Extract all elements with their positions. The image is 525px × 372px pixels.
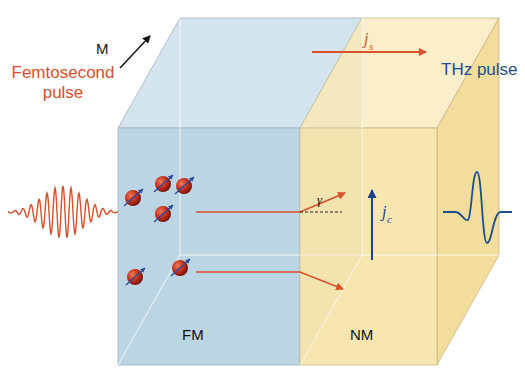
layer-label: FM	[182, 326, 204, 343]
femtosecond-waveform	[8, 186, 118, 237]
current-subscript: s	[369, 40, 373, 53]
electron	[124, 189, 143, 206]
spin-arrow	[126, 268, 145, 285]
pulse-label: Femtosecond pulse	[4, 63, 122, 102]
reference-dashed-line	[300, 212, 342, 213]
current-symbol: j	[382, 203, 386, 221]
magnetization-arrow	[120, 36, 150, 68]
spin-arrow	[171, 259, 190, 276]
thz-waveform	[443, 172, 512, 243]
electron	[175, 177, 194, 194]
fm-front-face	[118, 128, 300, 365]
current-symbol: j	[364, 30, 368, 48]
ferromagnet-layer: FM	[118, 128, 300, 365]
deflected-electron-path	[196, 193, 345, 212]
electron	[154, 205, 173, 222]
spin-arrow	[124, 189, 143, 206]
electron	[154, 175, 173, 192]
electron	[171, 259, 190, 276]
magnetization-label: M	[96, 40, 109, 57]
angle-symbol: γ	[317, 193, 322, 208]
nonmagnet-layer: NM	[300, 128, 437, 365]
spin-arrow	[154, 175, 173, 192]
spin-arrow	[154, 205, 173, 222]
pulse-label: THz pulse	[441, 60, 518, 80]
layer-label: NM	[350, 326, 373, 343]
electron-group	[124, 175, 194, 285]
current-subscript: c	[387, 213, 392, 226]
electron	[126, 268, 145, 285]
spin-arrow	[175, 177, 194, 194]
charge-current-arrow	[371, 190, 373, 260]
deflected-electron-path	[196, 272, 343, 289]
interface-plane	[300, 18, 362, 365]
